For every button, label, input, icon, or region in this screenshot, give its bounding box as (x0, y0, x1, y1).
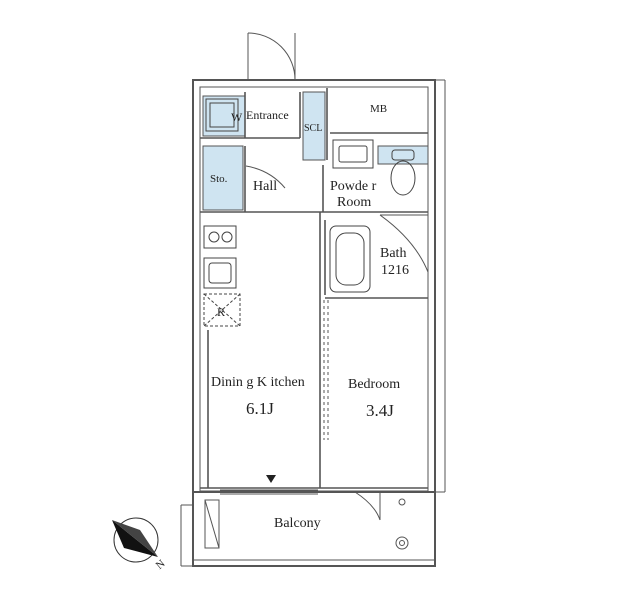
bath-label-line2: 1216 (381, 263, 409, 278)
balcony-window (220, 489, 318, 495)
hall-door (245, 165, 286, 189)
entry-arrow-marker (266, 475, 276, 483)
washer (205, 98, 239, 132)
bedroom-size: 3.4J (366, 401, 394, 420)
mb-label: MB (370, 103, 387, 115)
interior-walls (200, 88, 428, 489)
balcony-details (204, 498, 409, 550)
powder-room-label-line1: Powde r (330, 179, 377, 194)
compass: N (112, 517, 168, 572)
entrance-door (247, 32, 296, 81)
entrance-label: Entrance (246, 108, 289, 122)
stove (203, 225, 237, 249)
sink (203, 257, 237, 289)
kitchen-label: Dinin g K itchen (211, 375, 305, 390)
bath-door (379, 214, 429, 273)
fridge (203, 293, 241, 327)
scl-label: SCL (304, 123, 322, 134)
hall-label: Hall (253, 179, 277, 194)
outer-walls (180, 79, 446, 567)
storage-label: Sto. (210, 173, 228, 185)
wash-basin (332, 139, 374, 169)
vanity-accent (377, 145, 429, 165)
bathtub (329, 225, 371, 293)
balcony-door (354, 491, 381, 521)
bath-label-line1: Bath (380, 246, 406, 261)
washer-label: W (231, 110, 243, 124)
sliding-door (323, 300, 329, 440)
compass-north-label: N (154, 558, 168, 572)
fridge-label: R (217, 305, 225, 319)
storage-area (202, 145, 244, 211)
kitchen-size: 6.1J (246, 399, 274, 418)
balcony-label: Balcony (274, 516, 321, 531)
toilet (390, 149, 416, 196)
bedroom-label: Bedroom (348, 377, 400, 392)
shoe-closet-area (302, 91, 326, 161)
powder-room-label-line2: Room (337, 195, 371, 210)
